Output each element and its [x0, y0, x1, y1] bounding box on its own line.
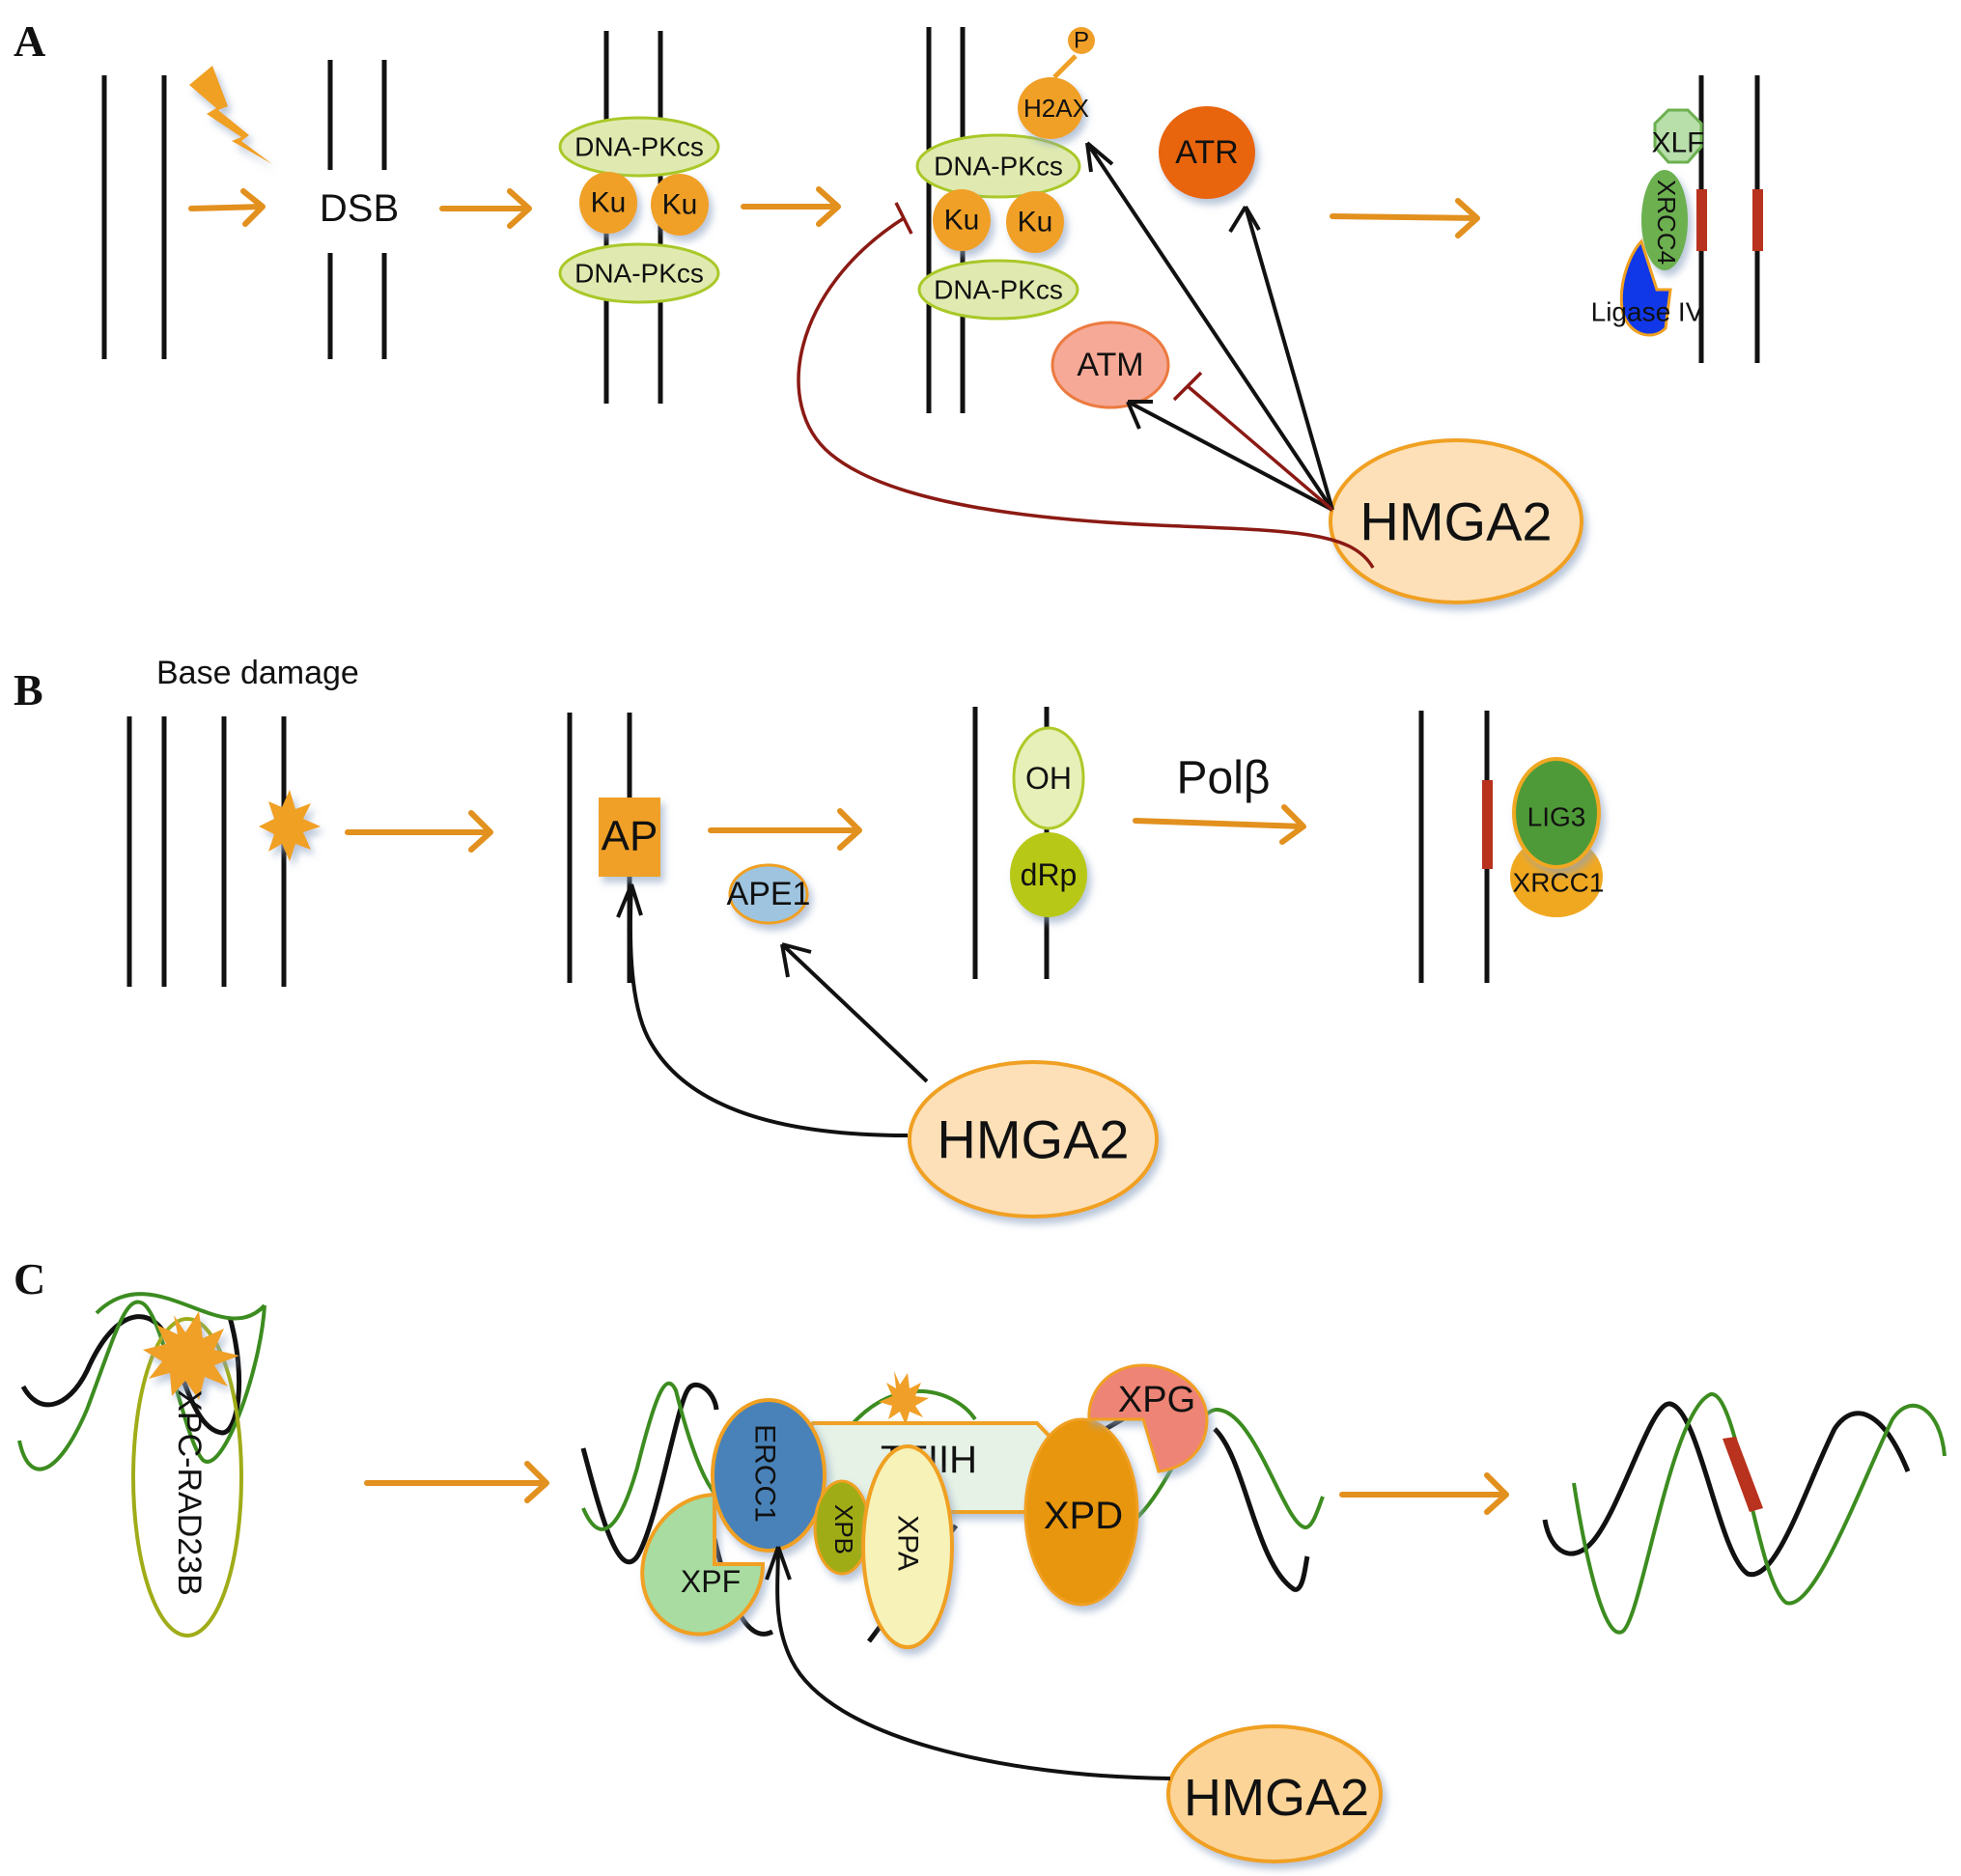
- xpg-node: [1087, 1363, 1209, 1473]
- ku-label: Ku: [662, 189, 698, 221]
- xpd-node: [1023, 1417, 1139, 1607]
- hmga2-node: [1329, 438, 1583, 604]
- process-arrow: [188, 188, 266, 227]
- drp-label: dRp: [1021, 857, 1078, 892]
- pol-beta-label: Polβ: [1177, 753, 1271, 804]
- xpf-node: [640, 1492, 766, 1637]
- oh-drp-intermediate: [972, 707, 1087, 979]
- hmga2-node: [908, 1060, 1159, 1218]
- atr-node: [1159, 106, 1255, 199]
- dna-pkcs-label: DNA-PKcs: [934, 275, 1063, 305]
- hmga2-label: HMGA2: [937, 1109, 1129, 1170]
- atr-label: ATR: [1175, 134, 1238, 171]
- repaired-dna-c: [1542, 1392, 1947, 1635]
- dna-pk-h2ax-complex: [915, 27, 1095, 413]
- intact-dna-a: [101, 75, 167, 359]
- activation-arrow: [765, 1546, 1171, 1780]
- xpc-recognition-dna: [17, 1292, 266, 1471]
- xlf-label: XLF: [1651, 127, 1704, 159]
- panel-letter-b: B: [14, 665, 43, 714]
- process-arrow: [345, 810, 493, 853]
- xrcc4-label: XRCC4: [1652, 180, 1681, 265]
- activation-arrows: [616, 883, 929, 1137]
- dna-pkcs-label: DNA-PKcs: [574, 132, 704, 162]
- xrcc1-label: XRCC1: [1513, 868, 1605, 898]
- broken-dna: [327, 60, 387, 359]
- dna-pkcs-label: DNA-PKcs: [934, 152, 1063, 182]
- damage-starburst-icon: [143, 1311, 239, 1400]
- damaged-dna: [126, 716, 167, 987]
- panel-b: B Base damage AP APE1 OH dRp Pol: [14, 655, 1605, 1218]
- h2ax-label: H2AX: [1023, 94, 1089, 123]
- xpa-label: XPA: [892, 1515, 924, 1571]
- process-arrow: [1330, 198, 1480, 238]
- process-arrow: [1339, 1472, 1509, 1515]
- dna-pk-complex: [558, 31, 720, 404]
- hmga2-label: HMGA2: [1359, 491, 1552, 552]
- panel-letter-a: A: [14, 16, 45, 66]
- process-arrow: [708, 808, 862, 851]
- ligase-iv-label: Ligase IV: [1591, 297, 1704, 327]
- ape1-label: APE1: [727, 876, 811, 912]
- ligated-dna: [1418, 711, 1603, 983]
- xpc-rad23b-node: [131, 1317, 243, 1638]
- process-arrow: [439, 188, 532, 229]
- xpf-label: XPF: [681, 1564, 741, 1599]
- xpd-label: XPD: [1044, 1495, 1123, 1537]
- dsb-label: DSB: [320, 187, 399, 230]
- base-damage-title: Base damage: [156, 655, 359, 691]
- phospho-label: P: [1074, 28, 1089, 54]
- lightning-bolt-icon: [189, 66, 272, 164]
- xpg-label: XPG: [1118, 1380, 1195, 1420]
- ercc1-node: [711, 1398, 826, 1553]
- base-damage-starburst-icon: [259, 790, 321, 861]
- nhej-ligation-complex: [1619, 75, 1763, 363]
- process-arrow: [741, 186, 841, 227]
- oh-label: OH: [1025, 761, 1072, 796]
- damage-starburst-icon: [879, 1371, 929, 1425]
- ape1-node: [728, 863, 809, 925]
- ku-label: Ku: [591, 187, 627, 219]
- process-arrow: [1133, 804, 1306, 845]
- panel-letter-c: C: [14, 1254, 45, 1303]
- hmga2-node: [1166, 1724, 1383, 1863]
- xpa-node: [861, 1444, 954, 1649]
- dna-pkcs-label: DNA-PKcs: [574, 259, 704, 289]
- inhibition-lines: [797, 202, 1375, 569]
- lig3-label: LIG3: [1527, 802, 1586, 832]
- xpb-label: XPB: [829, 1504, 858, 1554]
- ap-label: AP: [602, 813, 658, 860]
- hmga2-label: HMGA2: [1184, 1769, 1369, 1827]
- panel-c: C XPC-RAD23B TFIIH XPF: [14, 1254, 1947, 1863]
- ku-label: Ku: [944, 205, 980, 237]
- ercc1-label: ERCC1: [749, 1424, 781, 1523]
- atm-node: [1051, 321, 1170, 409]
- process-arrow: [364, 1461, 549, 1503]
- xpc-rad23b-label: XPC-RAD23B: [171, 1389, 208, 1596]
- activation-arrows: [1085, 141, 1334, 512]
- panel-a: A DSB DNA-PKcs DNA-PKcs: [14, 16, 1763, 604]
- ku-label: Ku: [1018, 207, 1053, 238]
- atm-label: ATM: [1077, 347, 1143, 383]
